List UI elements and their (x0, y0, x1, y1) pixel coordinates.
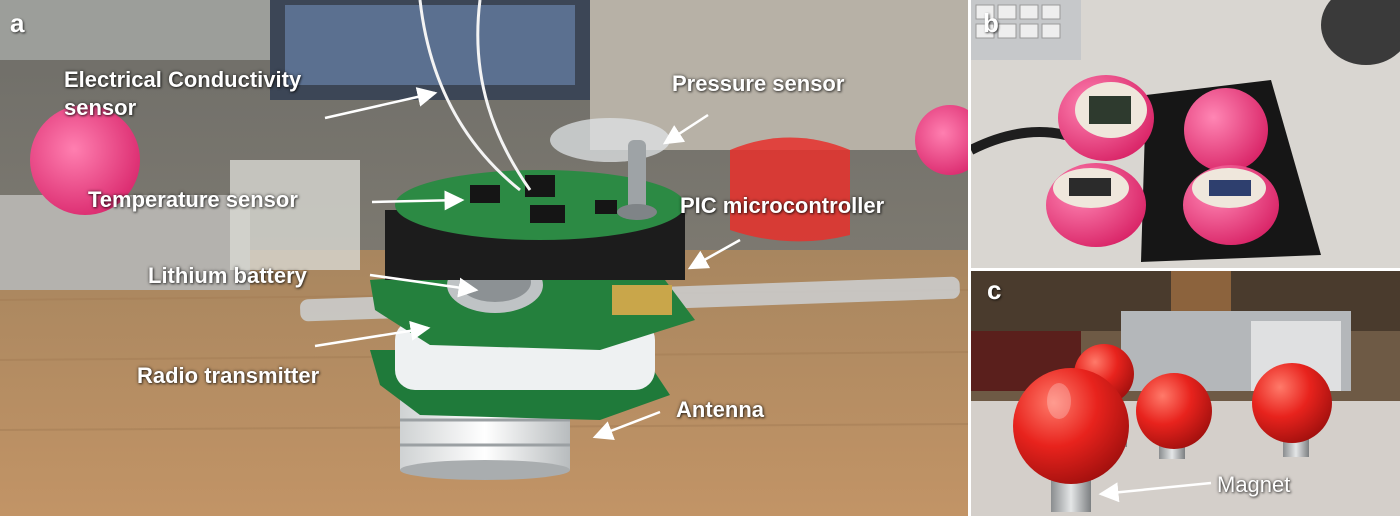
red-spheres-photo (971, 271, 1400, 516)
radio-transmitter-label: Radio transmitter (137, 363, 320, 388)
pressure-sensor-label: Pressure sensor (672, 71, 845, 96)
panel-a-photo: a Electrical Conductivity sensor Pressur… (0, 0, 968, 516)
panel-c-photo: c Magnet (971, 271, 1400, 516)
panel-c-letter: c (987, 275, 1002, 305)
pink-spheres-photo (971, 0, 1400, 268)
ec-sensor-label-line1: Electrical Conductivity (64, 67, 302, 92)
lithium-battery-label: Lithium battery (148, 263, 307, 288)
magnet-label: Magnet (1217, 472, 1291, 497)
temperature-sensor-label: Temperature sensor (88, 187, 298, 212)
sensor-assembly-photo (0, 0, 968, 516)
ec-sensor-label-line2: sensor (64, 94, 137, 120)
pic-microcontroller-label: PIC microcontroller (680, 193, 885, 218)
panel-b-letter: b (983, 8, 999, 38)
panel-b-photo: b (971, 0, 1400, 268)
ec-sensor-label: Electrical Conductivity sensor (64, 66, 301, 121)
antenna-label: Antenna (676, 397, 764, 422)
panel-a-letter: a (10, 8, 25, 38)
